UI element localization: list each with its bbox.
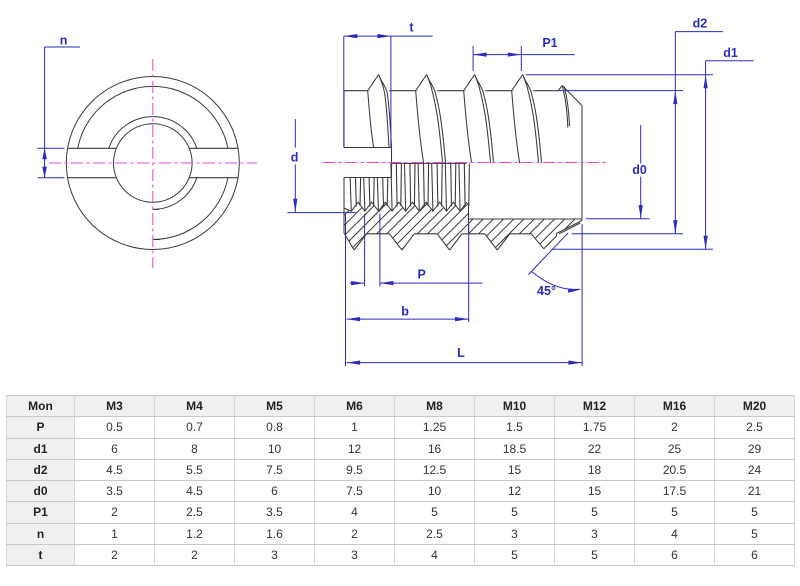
svg-text:n: n [60, 34, 68, 48]
svg-text:d: d [291, 151, 299, 165]
svg-text:P1: P1 [542, 36, 557, 50]
svg-text:P: P [418, 268, 426, 282]
svg-text:t: t [409, 21, 414, 35]
svg-text:b: b [401, 305, 409, 319]
svg-text:d2: d2 [693, 17, 708, 31]
svg-text:d1: d1 [723, 46, 738, 60]
svg-text:d0: d0 [632, 163, 647, 177]
svg-text:L: L [457, 346, 465, 360]
svg-text:45°: 45° [537, 284, 556, 298]
